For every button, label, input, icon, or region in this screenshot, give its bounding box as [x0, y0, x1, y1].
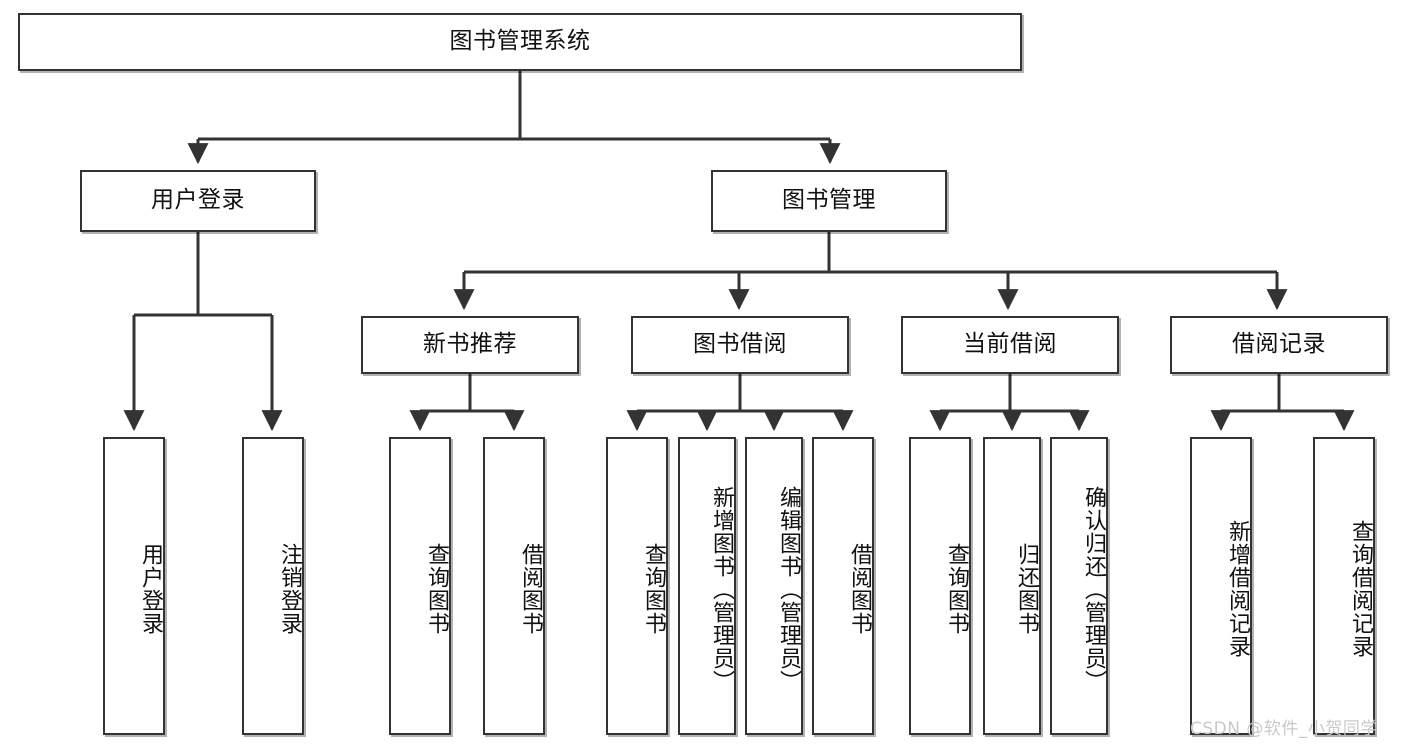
- node-leaf-return-books[interactable]: 归还图书: [983, 437, 1041, 735]
- node-leaf-borrow-books-recommend[interactable]: 借阅图书: [483, 437, 545, 735]
- node-label: 注销登录: [277, 543, 302, 635]
- node-level3-book-borrowing[interactable]: 图书借阅: [631, 316, 849, 374]
- node-label: 查询图书: [424, 543, 449, 635]
- node-label: 查询借阅记录: [1348, 520, 1373, 658]
- node-leaf-query-books-recommend[interactable]: 查询图书: [389, 437, 451, 735]
- node-label: 借阅图书: [518, 543, 543, 635]
- node-label: 新增图书（管理员）: [709, 485, 734, 693]
- node-label: 图书管理系统: [449, 28, 591, 55]
- node-level2-user-login[interactable]: 用户登录: [80, 170, 316, 232]
- node-leaf-query-books-borrowing[interactable]: 查询图书: [606, 437, 668, 735]
- node-leaf-query-books-current[interactable]: 查询图书: [909, 437, 971, 735]
- node-leaf-edit-book-admin[interactable]: 编辑图书（管理员）: [745, 437, 803, 735]
- node-leaf-logout[interactable]: 注销登录: [242, 437, 304, 735]
- node-root-book-management-system[interactable]: 图书管理系统: [18, 13, 1022, 71]
- node-leaf-query-borrow-record[interactable]: 查询借阅记录: [1313, 437, 1375, 735]
- node-leaf-user-login[interactable]: 用户登录: [103, 437, 165, 735]
- node-label: 用户登录: [151, 187, 245, 214]
- node-level2-book-management[interactable]: 图书管理: [711, 170, 947, 232]
- node-level3-current-borrowing[interactable]: 当前借阅: [901, 316, 1119, 374]
- csdn-watermark: CSDN @软件_小贺同学: [1190, 719, 1378, 739]
- node-label: 借阅图书: [847, 543, 872, 635]
- node-label: 编辑图书（管理员）: [776, 485, 801, 693]
- node-leaf-add-book-admin[interactable]: 新增图书（管理员）: [678, 437, 736, 735]
- node-label: 借阅记录: [1232, 331, 1326, 358]
- node-level3-new-book-recommendation[interactable]: 新书推荐: [361, 316, 579, 374]
- node-label: 确认归还（管理员）: [1081, 485, 1106, 693]
- node-label: 新增借阅记录: [1225, 520, 1250, 658]
- node-label: 查询图书: [944, 543, 969, 635]
- node-level3-borrow-records[interactable]: 借阅记录: [1170, 316, 1388, 374]
- node-leaf-add-borrow-record[interactable]: 新增借阅记录: [1190, 437, 1252, 735]
- node-leaf-confirm-return-admin[interactable]: 确认归还（管理员）: [1050, 437, 1108, 735]
- node-leaf-borrow-books[interactable]: 借阅图书: [812, 437, 874, 735]
- node-label: 归还图书: [1014, 543, 1039, 635]
- node-label: 当前借阅: [963, 331, 1057, 358]
- node-label: 图书借阅: [693, 331, 787, 358]
- node-label: 新书推荐: [423, 331, 517, 358]
- node-label: 图书管理: [782, 187, 876, 214]
- node-label: 用户登录: [138, 543, 163, 635]
- node-label: 查询图书: [641, 543, 666, 635]
